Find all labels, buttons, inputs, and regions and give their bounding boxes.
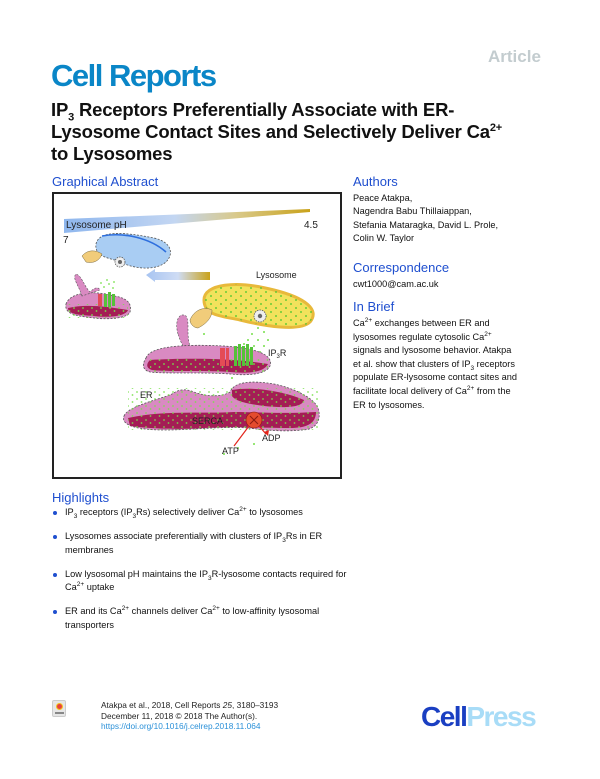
highlight-text: Low lysosomal pH maintains the IP3R-lyso…	[65, 568, 347, 593]
highlight-item: Lysosomes associate preferentially with …	[52, 530, 352, 557]
highlight-item: ER and its Ca2+ channels deliver Ca2+ to…	[52, 605, 352, 632]
bullet-icon	[53, 511, 57, 515]
serca-pump	[233, 411, 269, 447]
adp-label: ADP	[262, 433, 281, 443]
correspondence-email[interactable]: cwt1000@cam.ac.uk	[353, 279, 439, 289]
highlight-text: IP3 receptors (IP3Rs) selectively delive…	[65, 505, 303, 520]
ip3r-label: IP3R	[268, 348, 287, 360]
highlight-item: IP3 receptors (IP3Rs) selectively delive…	[52, 506, 352, 520]
check-for-updates-icon[interactable]	[52, 700, 66, 717]
graphical-abstract-figure: Lysosome pH 7 4.5	[52, 192, 342, 479]
neutral-lysosome	[81, 233, 171, 269]
in-brief-heading: In Brief	[353, 299, 395, 314]
er-label: ER	[140, 390, 153, 400]
author-line: Peace Atakpa,	[353, 193, 413, 203]
lysosome-label: Lysosome	[256, 270, 297, 280]
highlight-item: Low lysosomal pH maintains the IP3R-lyso…	[52, 568, 352, 595]
bullet-icon	[53, 610, 57, 614]
correspondence-heading: Correspondence	[353, 260, 450, 275]
citation-line: Atakpa et al., 2018, Cell Reports 25, 31…	[101, 700, 279, 710]
ph-high-label: 7	[63, 235, 69, 246]
highlights-list: IP3 receptors (IP3Rs) selectively delive…	[52, 506, 352, 643]
highlight-text: ER and its Ca2+ channels deliver Ca2+ to…	[65, 604, 320, 630]
authors-list: Peace Atakpa, Nagendra Babu Thillaiappan…	[353, 192, 498, 245]
serca-label: SERCA	[192, 416, 223, 426]
graphical-abstract-heading: Graphical Abstract	[52, 174, 159, 189]
ph-gradient-bar	[64, 209, 310, 233]
author-line: Colin W. Taylor	[353, 232, 415, 243]
highlight-text: Lysosomes associate preferentially with …	[65, 531, 323, 555]
author-line: Stefania Mataragka, David L. Prole,	[353, 219, 499, 230]
ph-bar-label: Lysosome pH	[66, 220, 127, 231]
atp-label: ATP	[222, 446, 239, 456]
journal-name: Cell Reports	[51, 58, 217, 93]
bullet-icon	[53, 572, 57, 577]
small-er-contact	[65, 273, 131, 320]
doi-link[interactable]: https://doi.org/10.1016/j.celrep.2018.11…	[101, 721, 261, 731]
copyright-line: December 11, 2018 © 2018 The Author(s).	[101, 710, 258, 721]
citation-block: Atakpa et al., 2018, Cell Reports 25, 31…	[101, 700, 278, 732]
cellpress-logo: CellPress	[421, 701, 537, 732]
endoplasmic-reticulum	[123, 314, 320, 432]
article-type-label: Article	[488, 47, 541, 66]
acidic-lysosome	[189, 283, 315, 329]
author-line: Nagendra Babu Thillaiappan,	[353, 206, 472, 217]
highlights-heading: Highlights	[52, 490, 110, 505]
transition-arrow	[146, 269, 210, 282]
authors-heading: Authors	[353, 174, 398, 189]
bullet-icon	[53, 535, 57, 539]
ph-low-label: 4.5	[304, 220, 318, 231]
paper-title: IP3 Receptors Preferentially Associate w…	[51, 99, 502, 164]
